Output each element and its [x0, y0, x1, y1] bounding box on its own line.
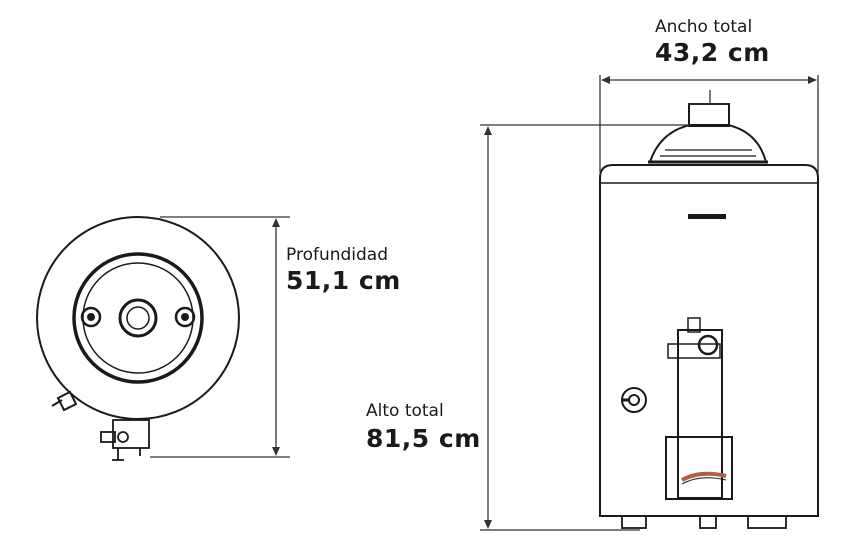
burner-access-panel — [665, 436, 733, 500]
right-connection-circle — [174, 306, 196, 328]
width-dimension — [599, 75, 819, 172]
tank-inner-ring — [72, 252, 204, 384]
width-value: 43,2 cm — [655, 38, 770, 67]
left-connection-circle — [80, 306, 102, 328]
flue-outer-circle — [118, 298, 158, 338]
depth-title: Profundidad — [286, 245, 389, 265]
top-view — [36, 216, 240, 461]
height-value: 81,5 cm — [366, 424, 481, 453]
gas-knob — [697, 334, 719, 356]
control-head — [667, 343, 721, 359]
flue-inner-circle — [126, 306, 150, 330]
tank-feet — [621, 515, 787, 529]
side-valve — [56, 390, 78, 412]
height-title: Alto total — [366, 401, 444, 421]
width-title: Ancho total — [655, 17, 753, 37]
gas-pipe — [681, 471, 727, 482]
depth-dimension — [150, 216, 290, 458]
tank-outer-circle — [36, 216, 240, 420]
height-dimension — [480, 124, 690, 531]
right-connection-dot — [181, 313, 189, 321]
gas-valve-block — [100, 419, 150, 461]
depth-value: 51,1 cm — [286, 266, 401, 295]
flue-pipe — [688, 103, 730, 127]
brand-logo — [688, 214, 726, 219]
side-inlet-inner — [628, 394, 640, 406]
left-connection-dot — [87, 313, 95, 321]
flue-hood-vents — [660, 149, 756, 157]
control-top — [687, 317, 701, 333]
front-view — [599, 103, 819, 529]
tank-body — [599, 164, 819, 517]
